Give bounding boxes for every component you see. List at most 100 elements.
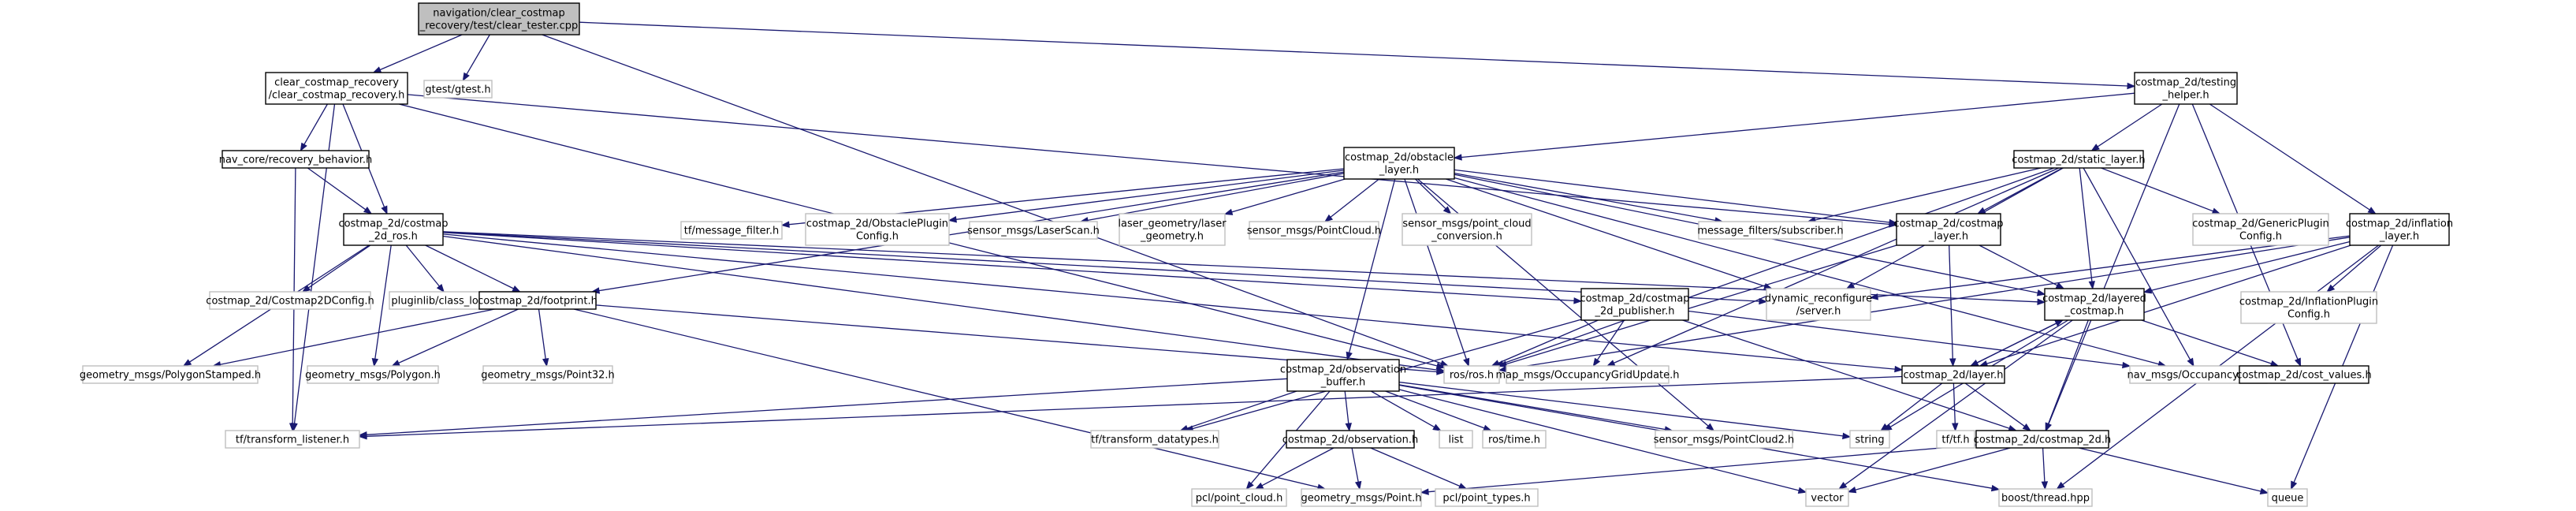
node-obstacle[interactable]: costmap_2d/obstacle_layer.h	[1343, 147, 1455, 180]
edge-line	[1344, 390, 1349, 424]
edge-line	[1885, 382, 1943, 427]
node-layerh[interactable]: costmap_2d/layer.h	[1901, 365, 2005, 384]
edge-arrowhead	[1442, 206, 1452, 214]
include-edge-cm2d-to-boostthread	[2041, 447, 2049, 490]
node-tfdatatypes: tf/transform_datatypes.h	[1090, 430, 1219, 449]
node-label-line: _geometry.h	[1140, 231, 1204, 243]
edge-line	[1964, 382, 2025, 427]
node-box	[221, 150, 370, 169]
node-label-line: /server.h	[1796, 306, 1841, 318]
node-label-line: tf/message_filter.h	[684, 226, 779, 237]
include-edge-navrb-to-ros2d	[307, 167, 373, 214]
edge-line	[366, 375, 1903, 437]
edge-arrowhead	[1463, 357, 1470, 367]
edge-line	[1370, 390, 1435, 428]
edge-line	[1348, 178, 1396, 353]
edge-arrowhead	[436, 283, 445, 293]
node-label-line: geometry_msgs/Polygon.h	[305, 370, 441, 382]
node-label-line: costmap_2d/costmap	[1580, 293, 1689, 305]
edge-arrowhead	[947, 216, 957, 223]
node-label-line: Config.h	[2239, 231, 2282, 243]
include-edge-cmlayer-to-rosh	[1498, 244, 1897, 367]
edge-line	[2332, 244, 2382, 288]
include-edge-obstacle-to-pointcloud	[1323, 178, 1380, 222]
node-label-line: _2d_ros.h	[368, 231, 418, 243]
node-observation[interactable]: costmap_2d/observation.h	[1282, 430, 1419, 449]
node-box	[1090, 430, 1219, 449]
include-edge-testing-to-obstacle	[1453, 92, 2135, 161]
include-edge-observation-to-pclcloud	[1254, 447, 1335, 490]
node-label-line: _layer.h	[1928, 231, 1968, 243]
edge-line	[1398, 384, 1666, 431]
node-label-line: costmap_2d/layered	[2042, 293, 2146, 305]
edge-arrowhead	[1245, 481, 1254, 490]
edge-arrowhead	[381, 205, 388, 215]
node-box	[2044, 288, 2145, 321]
edge-arrowhead	[542, 358, 549, 367]
edge-arrowhead	[301, 285, 311, 293]
node-inflation[interactable]: costmap_2d/inflation_layer.h	[2346, 213, 2453, 246]
node-label-line: nav_msgs/OccupancyGrid.h	[2127, 370, 2270, 382]
node-boostthread: boost/thread.hpp	[1998, 488, 2093, 507]
edge-line	[220, 308, 495, 365]
edge-arrowhead	[2055, 282, 2065, 289]
node-layered[interactable]: costmap_2d/layered_costmap.h	[2042, 288, 2146, 321]
node-cmlayer[interactable]: costmap_2d/costmap_layer.h	[1893, 213, 2004, 246]
node-testing[interactable]: costmap_2d/testing_helper.h	[2134, 72, 2238, 105]
node-label-line: navigation/clear_costmap	[433, 8, 564, 20]
edge-line	[366, 378, 1288, 435]
node-publisher[interactable]: costmap_2d/costmap_2d_publisher.h	[1580, 288, 1690, 321]
node-label-line: Config.h	[2288, 309, 2330, 321]
node-static[interactable]: costmap_2d/static_layer.h	[2012, 150, 2146, 169]
node-msgsub: message_filters/subscriber.h	[1697, 221, 1844, 240]
edge-line	[2150, 241, 2351, 292]
edge-arrowhead	[2187, 357, 2194, 367]
edge-arrowhead	[2036, 289, 2046, 297]
edge-arrowhead	[1346, 351, 1353, 361]
edge-line	[1855, 447, 2011, 490]
edge-line	[407, 94, 1890, 226]
node-box	[1975, 430, 2109, 449]
include-edge-obsbuf-to-observation	[1344, 390, 1352, 432]
node-pcltypes: pcl/point_types.h	[1435, 488, 1539, 507]
node-ccr[interactable]: clear_costmap_recovery/clear_costmap_rec…	[265, 72, 408, 105]
edge-arrowhead	[2022, 423, 2031, 431]
edge-arrowhead	[2122, 361, 2131, 369]
edge-arrowhead	[2291, 480, 2298, 490]
edge-line	[2293, 244, 2394, 483]
edge-arrowhead	[2088, 281, 2095, 290]
node-box	[1343, 147, 1455, 180]
edge-arrowhead	[1439, 360, 1450, 367]
edge-arrowhead	[512, 285, 521, 293]
include-edge-publisher-to-occgrid	[1688, 310, 2131, 369]
edge-line	[2079, 447, 2261, 492]
node-list: list	[1439, 430, 1473, 449]
edge-line	[405, 244, 440, 287]
edge-line	[1949, 244, 1953, 360]
edge-line	[573, 308, 1319, 488]
edge-line	[1498, 319, 1599, 364]
node-navrb[interactable]: nav_core/recovery_behavior.h	[219, 150, 373, 169]
node-box	[209, 291, 371, 310]
edge-line	[1614, 167, 2060, 364]
include-edge-testing-to-static	[2090, 103, 2163, 151]
edge-line	[2079, 167, 2093, 282]
edge-line	[442, 231, 1760, 302]
node-cm2d[interactable]: costmap_2d/costmap_2d.h	[1974, 430, 2112, 449]
edge-arrowhead	[300, 142, 307, 152]
node-footprint[interactable]: costmap_2d/footprint.h	[478, 291, 597, 310]
edge-line	[1428, 444, 1977, 493]
node-label-line: string	[1855, 435, 1884, 446]
edge-line	[1506, 244, 1897, 365]
node-ros2d[interactable]: costmap_2d/costmap_2d_ros.h	[338, 213, 449, 246]
include-edge-ccr-to-navrb	[300, 103, 328, 152]
edge-line	[1261, 447, 1335, 487]
include-edge-ros2d-to-dynrec	[442, 231, 1768, 305]
node-box	[1998, 488, 2093, 507]
node-label-line: dynamic_reconfigure	[1765, 293, 1872, 305]
node-obsbuf[interactable]: costmap_2d/observation_buffer.h	[1280, 359, 1406, 392]
node-costvals[interactable]: costmap_2d/cost_values.h	[2236, 365, 2372, 384]
node-box	[1443, 365, 1500, 384]
node-box	[1849, 430, 1890, 449]
